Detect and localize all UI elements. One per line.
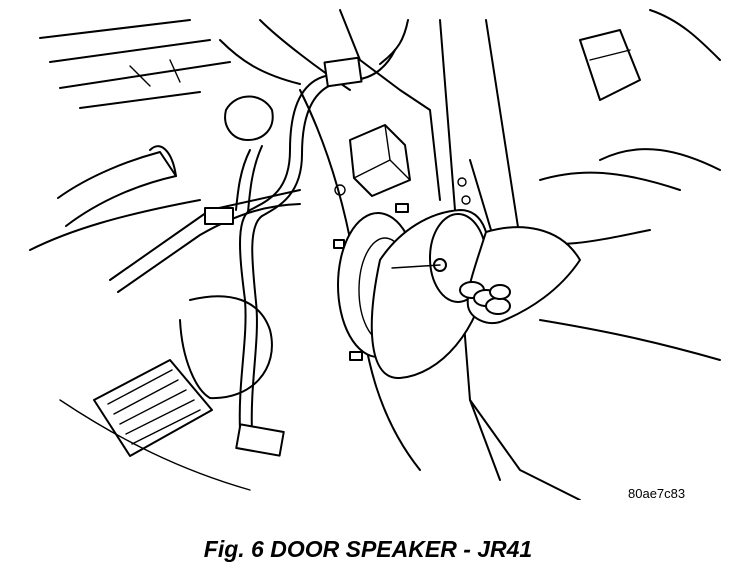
hand xyxy=(459,226,581,324)
figure-caption: Fig. 6 DOOR SPEAKER - JR41 xyxy=(203,536,533,562)
door-lower-grille xyxy=(93,359,213,457)
door-inner-panel xyxy=(29,9,441,491)
door-pull-handle xyxy=(57,145,177,227)
door-pillar xyxy=(439,9,721,500)
door-speaker-illustration xyxy=(29,9,721,500)
reference-code: 80ae7c83 xyxy=(628,486,686,501)
junction-box xyxy=(349,124,411,197)
harness-connectors xyxy=(204,56,363,457)
mounting-clips xyxy=(333,184,409,361)
upper-trim-lines xyxy=(39,19,231,109)
